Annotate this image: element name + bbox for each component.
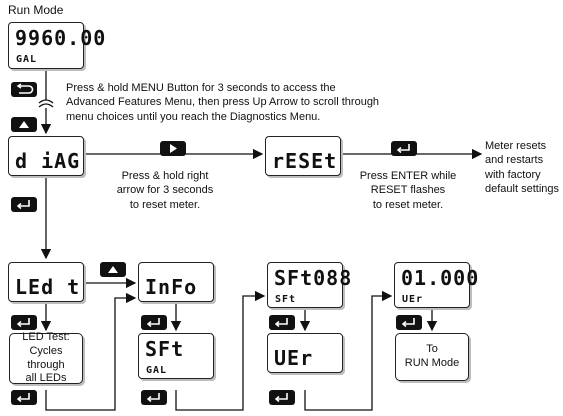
right-arrow-icon (160, 141, 186, 156)
instruction-line: Advanced Features Menu, then press Up Ar… (66, 96, 380, 109)
to-run-line: RUN Mode (404, 357, 460, 369)
led-test-line: all LEDs (25, 372, 67, 385)
enter-icon (269, 390, 295, 405)
instruction-line: to reset meter. (372, 198, 444, 211)
instruction-line: to reset meter. (129, 198, 201, 211)
enter-icon (269, 315, 295, 330)
enter-icon (141, 390, 167, 405)
run-mode-label: Run Mode (8, 3, 64, 17)
enter-icon (11, 315, 37, 330)
instruction-line: Press & hold MENU Button for 3 seconds t… (66, 82, 336, 94)
instruction-line: Press & hold right (121, 170, 209, 182)
enter-icon (11, 390, 37, 405)
to-run-line: To (426, 343, 438, 356)
run-mode-display: 9960.00 GAL (8, 22, 105, 69)
note-line: with factory (485, 168, 541, 181)
display-sub-text: UEr (402, 294, 424, 305)
enter-instructions: Press ENTER while RESET flashes to reset… (348, 169, 468, 212)
display-main-text: d iAG (15, 149, 81, 173)
led-test-display: LEd t (8, 262, 84, 302)
up-arrow-icon (100, 262, 126, 277)
display-sub-text: SFt (275, 294, 297, 305)
note-line: default settings (485, 182, 559, 195)
instruction-line: RESET flashes (370, 184, 446, 197)
note-line: and restarts (485, 154, 544, 167)
display-main-text: SFt088 (274, 266, 353, 290)
display-main-text: rESEt (272, 149, 338, 173)
note-line: Meter resets (485, 140, 547, 152)
enter-icon (141, 315, 167, 330)
display-sub-text: GAL (16, 54, 38, 65)
right-arrow-instructions: Press & hold right arrow for 3 seconds t… (105, 169, 225, 212)
software-number-display: SFt088 SFt (267, 262, 351, 308)
display-main-text: InFo (145, 275, 198, 299)
display-main-text: UEr (274, 346, 314, 370)
meter-resets-note: Meter resets and restarts with factory d… (485, 139, 559, 196)
display-main-text: SFt (145, 337, 185, 361)
version-display: UEr (267, 333, 343, 373)
display-main-text: 9960.00 (15, 26, 107, 50)
software-type-display: SFt GAL (138, 333, 214, 379)
version-number-display: 01.000 UEr (394, 262, 478, 308)
led-test-box: LED Test: Cycles through all LEDs (9, 331, 83, 385)
led-test-line: Cycles through (27, 344, 65, 371)
instruction-line: Press ENTER while (359, 170, 457, 182)
instruction-line: arrow for 3 seconds (116, 184, 214, 197)
enter-icon (391, 141, 417, 156)
menu-icon (11, 82, 37, 97)
up-arrow-icon (11, 117, 37, 132)
enter-icon (11, 197, 37, 212)
diag-display: d iAG (8, 136, 84, 176)
menu-instructions: Press & hold MENU Button for 3 seconds t… (66, 81, 379, 124)
display-sub-text: GAL (146, 365, 168, 376)
display-main-text: LEd t (15, 275, 81, 299)
reset-display: rESEt (265, 136, 341, 176)
led-test-line: LED Test: (22, 331, 70, 343)
info-display: InFo (138, 262, 214, 302)
to-run-mode-box: To RUN Mode (395, 333, 469, 381)
instruction-line: menu choices until you reach the Diagnos… (66, 110, 321, 123)
enter-icon (396, 315, 422, 330)
display-main-text: 01.000 (401, 266, 480, 290)
